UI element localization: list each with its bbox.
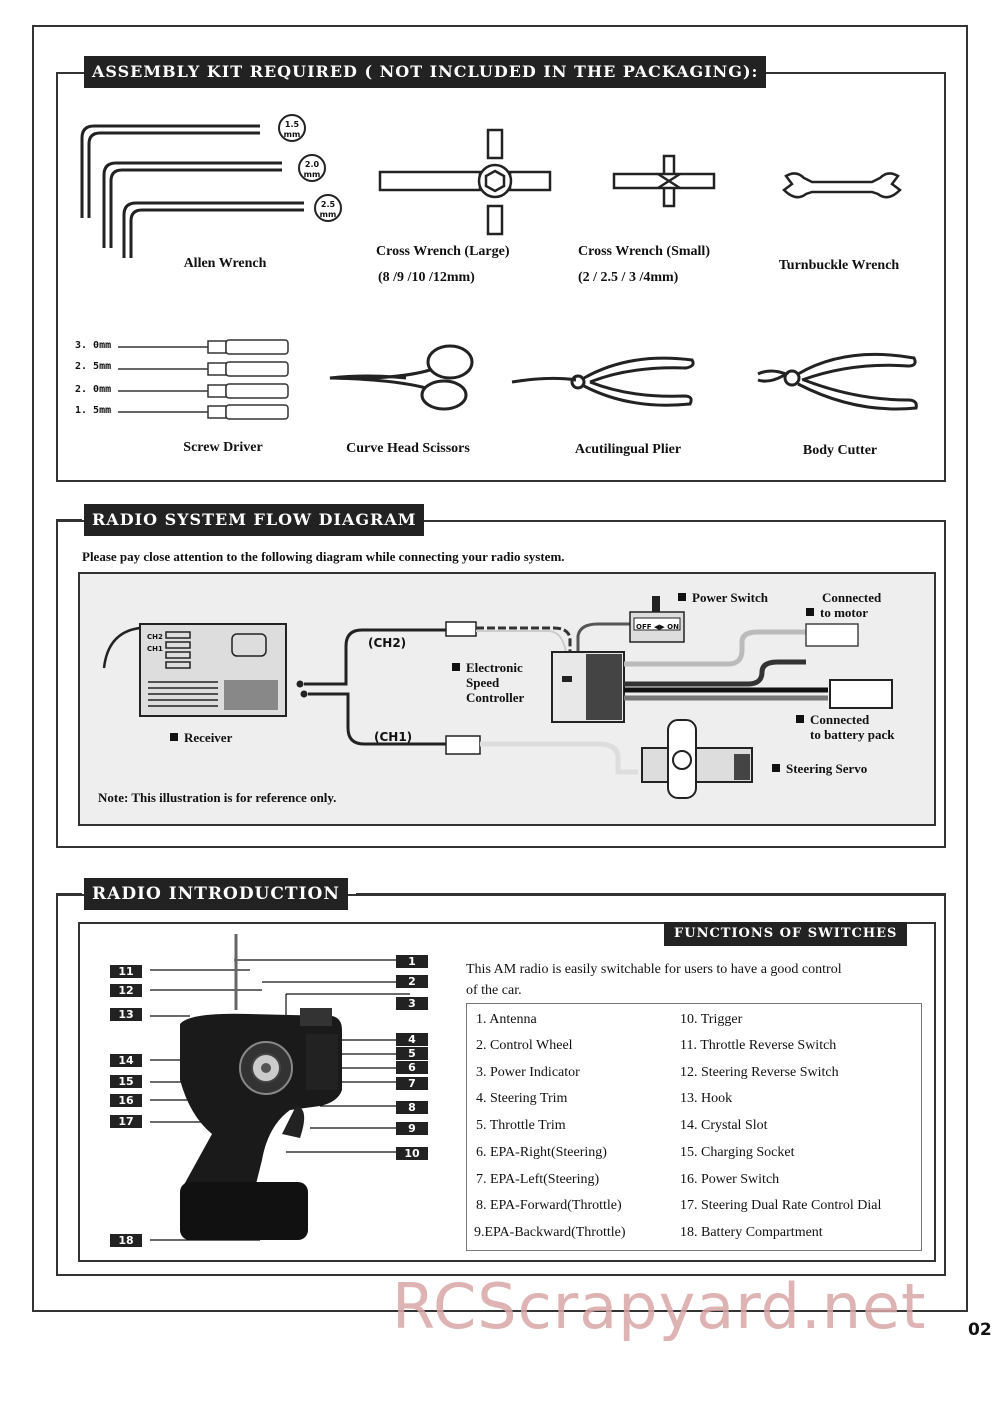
radio-title-rule bbox=[56, 893, 82, 895]
function-item: 17. Steering Dual Rate Control Dial bbox=[680, 1198, 882, 1213]
body-cutter-label: Body Cutter bbox=[802, 443, 878, 458]
cross-wrench-small-label: Cross Wrench (Small) bbox=[578, 244, 710, 259]
motor-label: Connected to motor bbox=[806, 590, 881, 620]
function-item: 4. Steering Trim bbox=[476, 1091, 568, 1106]
flow-note: Note: This illustration is for reference… bbox=[98, 790, 337, 805]
ch2-marker: CH2 bbox=[147, 633, 163, 641]
turnbuckle-wrench-label: Turnbuckle Wrench bbox=[778, 258, 900, 273]
radio-intro-text: This AM radio is easily switchable for u… bbox=[466, 962, 842, 977]
switch-text: OFF ◀▶ ON bbox=[636, 623, 679, 631]
callout-left: 11 bbox=[110, 965, 142, 978]
callout-left: 17 bbox=[110, 1115, 142, 1128]
assembly-title: ASSEMBLY KIT REQUIRED ( NOT INCLUDED IN … bbox=[84, 56, 767, 88]
cross-wrench-large-icon bbox=[378, 128, 552, 236]
allen-wrench-label: Allen Wrench bbox=[183, 256, 267, 271]
callout-right: 9 bbox=[396, 1122, 428, 1135]
function-item: 12. Steering Reverse Switch bbox=[680, 1065, 839, 1080]
body-cutter-icon bbox=[757, 352, 918, 411]
allen-wrench-icon bbox=[80, 124, 304, 258]
radio-section bbox=[56, 894, 946, 1276]
callout-right: 4 bbox=[396, 1033, 428, 1046]
screwdriver-label: Screw Driver bbox=[183, 440, 263, 455]
callout-left: 13 bbox=[110, 1008, 142, 1021]
callout-right: 8 bbox=[396, 1101, 428, 1114]
callout-right: 7 bbox=[396, 1077, 428, 1090]
function-item: 6. EPA-Right(Steering) bbox=[476, 1145, 607, 1160]
screwdriver-icon bbox=[118, 339, 289, 420]
function-item: 14. Crystal Slot bbox=[680, 1118, 768, 1133]
callout-left: 16 bbox=[110, 1094, 142, 1107]
callout-right: 1 bbox=[396, 955, 428, 968]
page-frame bbox=[32, 25, 968, 1312]
power-switch-label: Power Switch bbox=[678, 590, 768, 605]
cross-wrench-large-sizes: (8 /9 /10 /12mm) bbox=[378, 270, 475, 285]
function-item: 13. Hook bbox=[680, 1091, 733, 1106]
scissors-label: Curve Head Scissors bbox=[346, 441, 470, 456]
ch1-label: (CH1) bbox=[374, 730, 413, 744]
cross-wrench-large-label: Cross Wrench (Large) bbox=[376, 244, 510, 259]
function-item: 2. Control Wheel bbox=[476, 1038, 573, 1053]
flow-intro: Please pay close attention to the follow… bbox=[82, 549, 565, 564]
screwdriver-size: 3. 0mm bbox=[75, 340, 112, 351]
battery-label: Connected to battery pack bbox=[796, 712, 895, 742]
cross-wrench-small-sizes: (2 / 2.5 / 3 /4mm) bbox=[578, 270, 679, 285]
radio-intro-text: of the car. bbox=[466, 983, 522, 998]
callout-right: 6 bbox=[396, 1061, 428, 1074]
flow-section bbox=[56, 520, 946, 848]
callout-left: 14 bbox=[110, 1054, 142, 1067]
flow-wiring bbox=[102, 596, 893, 799]
function-item: 1. Antenna bbox=[476, 1012, 537, 1027]
function-item: 15. Charging Socket bbox=[680, 1145, 795, 1160]
callout-left: 18 bbox=[110, 1234, 142, 1247]
function-item: 8. EPA-Forward(Throttle) bbox=[476, 1198, 622, 1213]
radio-title: RADIO INTRODUCTION bbox=[84, 878, 348, 910]
functions-title: FUNCTIONS OF SWITCHES bbox=[664, 922, 908, 946]
radio-title-rule-right bbox=[356, 893, 946, 895]
watermark: RCScrapyard.net bbox=[392, 1270, 927, 1343]
function-item: 11. Throttle Reverse Switch bbox=[680, 1038, 837, 1053]
page-number: 02 bbox=[968, 1320, 992, 1340]
ch1-marker: CH1 bbox=[147, 645, 163, 653]
function-item: 10. Trigger bbox=[680, 1012, 743, 1027]
callout-right: 3 bbox=[396, 997, 428, 1010]
screwdriver-size: 1. 5mm bbox=[75, 405, 112, 416]
esc-label: Electronic Speed Controller bbox=[452, 660, 524, 705]
callout-right: 2 bbox=[396, 975, 428, 988]
function-item: 7. EPA-Left(Steering) bbox=[476, 1172, 600, 1187]
functions-table bbox=[466, 1003, 922, 1251]
function-item: 18. Battery Compartment bbox=[680, 1225, 823, 1240]
callout-left: 15 bbox=[110, 1075, 142, 1088]
plier-label: Acutilingual Plier bbox=[574, 442, 682, 457]
flow-title-rule bbox=[56, 519, 82, 521]
turnbuckle-wrench-icon bbox=[782, 172, 902, 199]
function-item: 3. Power Indicator bbox=[476, 1065, 580, 1080]
callout-left: 12 bbox=[110, 984, 142, 997]
screwdriver-size: 2. 5mm bbox=[75, 361, 112, 372]
screwdriver-size: 2. 0mm bbox=[75, 384, 112, 395]
function-item: 9.EPA-Backward(Throttle) bbox=[474, 1225, 626, 1240]
callout-right: 10 bbox=[396, 1147, 428, 1160]
cross-wrench-small-icon bbox=[612, 154, 716, 208]
servo-label: Steering Servo bbox=[772, 761, 867, 776]
flow-title: RADIO SYSTEM FLOW DIAGRAM bbox=[84, 504, 425, 536]
transmitter-icon bbox=[150, 934, 410, 1241]
function-item: 5. Throttle Trim bbox=[476, 1118, 566, 1133]
plier-icon bbox=[511, 356, 695, 407]
function-item: 16. Power Switch bbox=[680, 1172, 780, 1187]
radio-intro-box bbox=[78, 922, 936, 1262]
receiver-label: Receiver bbox=[170, 730, 232, 745]
scissors-icon bbox=[329, 344, 474, 411]
ch2-label: (CH2) bbox=[368, 636, 407, 650]
callout-right: 5 bbox=[396, 1047, 428, 1060]
